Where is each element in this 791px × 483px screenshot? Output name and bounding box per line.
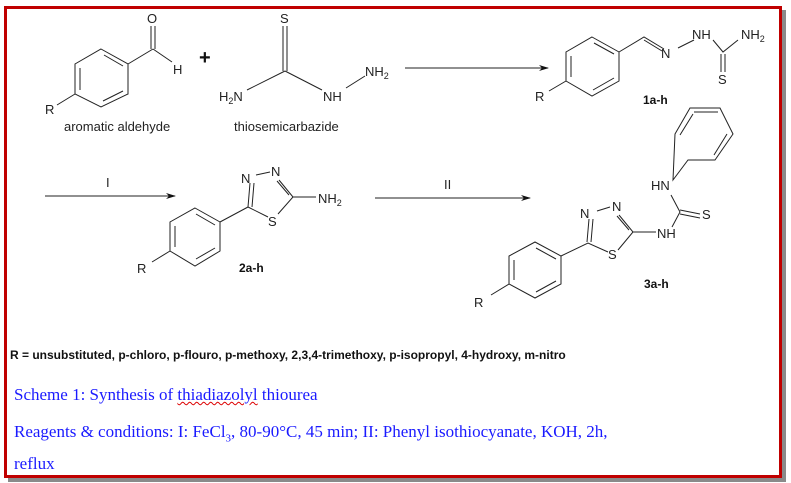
spellcheck-word: thiadiazolyl [177, 385, 258, 404]
step-I-label: I [106, 175, 110, 190]
nitrogen-atom: N [271, 164, 280, 179]
imine-nitrogen: N [661, 46, 670, 61]
nh-group: NH [657, 226, 676, 241]
nh2-group: NH2 [741, 27, 765, 44]
nh2-group: NH2 [318, 191, 342, 208]
nitrogen-atom: N [612, 199, 621, 214]
plus-sign: + [199, 47, 211, 69]
sulfur-atom: S [608, 247, 617, 262]
compound-1-label: 1a-h [643, 93, 668, 107]
r-group-definition: R = unsubstituted, p-chloro, p-flouro, p… [10, 348, 566, 362]
nitrogen-atom: N [580, 206, 589, 221]
thione-sulfur: S [702, 207, 711, 222]
r-group: R [137, 261, 146, 276]
scheme-title: Scheme 1: Synthesis of thiadiazolyl thio… [14, 385, 318, 404]
aldehyde-label: aromatic aldehyde [64, 119, 170, 134]
nh-group: NH [323, 89, 342, 104]
scheme-frame [4, 6, 782, 478]
step-II-label: II [444, 177, 451, 192]
r-group: R [474, 295, 483, 310]
nh-group: NH [692, 27, 711, 42]
aromatic-aldehyde-structure: O H R aromatic aldehyde [45, 11, 182, 134]
reaction-conditions: Reagents & conditions: I: FeCl3, 80-90°C… [14, 422, 608, 474]
compound-3-structure: N N S NH HN S R 3a-h [474, 107, 734, 310]
sulfur-atom: S [268, 214, 277, 229]
h2n-group: H2N [219, 89, 243, 106]
compound-3-label: 3a-h [644, 277, 669, 291]
thiosemicarbazide-structure: S H2N NH NH2 thiosemicarbazide [219, 11, 389, 134]
oxygen-atom: O [147, 11, 157, 26]
thiosemicarbazide-label: thiosemicarbazide [234, 119, 339, 134]
compound-1-structure: N NH NH2 S R 1a-h [535, 27, 765, 107]
nh2-group: NH2 [365, 64, 389, 81]
sulfur-atom: S [280, 11, 289, 26]
compound-2-structure: N N S NH2 R 2a-h [137, 164, 342, 276]
hydrogen-atom: H [173, 62, 182, 77]
r-group: R [45, 102, 54, 117]
r-group: R [535, 89, 544, 104]
nitrogen-atom: N [241, 171, 250, 186]
sulfur-atom: S [718, 72, 727, 87]
hn-group: HN [651, 178, 670, 193]
compound-2-label: 2a-h [239, 261, 264, 275]
